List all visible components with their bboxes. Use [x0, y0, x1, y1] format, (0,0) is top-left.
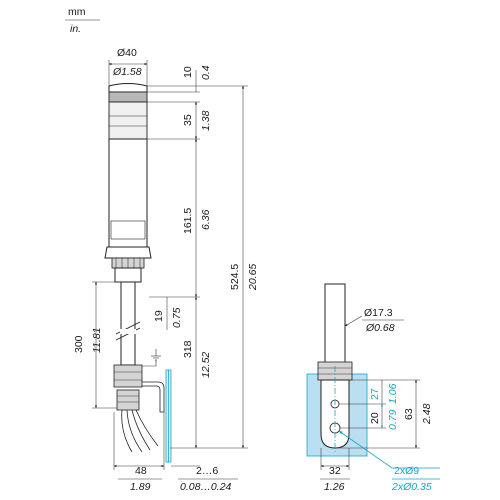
detail-dimensions: Ø17.3 Ø0.68 20 0.79 27 1.06 63 2.48 32 1… — [320, 307, 440, 493]
height-mm: 63 — [403, 408, 415, 420]
total-in: 20.65 — [247, 264, 259, 291]
cable-right-2 — [135, 409, 159, 447]
beacon-label-plate — [110, 220, 146, 240]
panel-in: 0.08…0.24 — [180, 481, 232, 493]
ground-icon — [142, 349, 161, 367]
beacon-base — [104, 246, 152, 259]
holes-leader — [338, 430, 393, 469]
mounting-pole — [120, 281, 136, 366]
cable-right — [131, 409, 151, 451]
spacing-in: 1.06 — [387, 383, 399, 404]
cable-left — [121, 409, 133, 453]
diameter-in: Ø1.58 — [112, 66, 142, 78]
total-mm: 524.5 — [229, 264, 241, 290]
mounting-bracket — [142, 381, 165, 413]
holes-in: 2xØ0.35 — [391, 481, 432, 493]
width-mm: 48 — [135, 465, 147, 477]
cap-in: 0.4 — [200, 65, 212, 80]
detail-width-mm: 32 — [329, 465, 341, 477]
beacon-side-view — [104, 83, 172, 463]
collar-mm: 19 — [153, 310, 165, 322]
lower-mm: 318 — [182, 340, 194, 358]
main-dimensions: Ø40 Ø1.58 10 0.4 35 1.38 161.5 6.36 19 0… — [73, 47, 259, 493]
height-in: 2.48 — [421, 403, 433, 425]
pole-in: 11.81 — [91, 328, 103, 354]
detail-tube — [324, 283, 346, 367]
pole-mm: 300 — [73, 335, 85, 353]
cap-mm: 10 — [182, 66, 194, 78]
beacon-cap — [108, 83, 148, 93]
tube-mm: Ø17.3 — [364, 307, 393, 319]
pole-break-gap — [120, 329, 136, 334]
diameter-mm: Ø40 — [117, 47, 137, 59]
beacon-collar — [114, 267, 142, 283]
body-mm: 161.5 — [182, 208, 194, 234]
lens-mm: 35 — [182, 114, 194, 126]
unit-metric: mm — [68, 6, 86, 18]
lower-in: 12.52 — [200, 352, 212, 378]
collar-in: 0.75 — [171, 307, 183, 328]
tube-in: Ø0.68 — [365, 322, 395, 334]
unit-imperial: in. — [70, 23, 81, 35]
holes-mm: 2xØ9 — [394, 465, 419, 477]
units-legend: mm in. — [65, 6, 100, 35]
offset-mm: 20 — [369, 412, 381, 424]
tube-leader — [344, 315, 363, 327]
body-in: 6.36 — [200, 209, 212, 230]
beacon-body — [108, 138, 148, 248]
spacing-mm: 27 — [369, 388, 381, 400]
lens-in: 1.38 — [200, 110, 212, 131]
beacon-lens — [108, 91, 148, 103]
cable-mid — [126, 409, 143, 453]
offset-in: 0.79 — [387, 409, 399, 430]
pole-nut — [113, 364, 143, 388]
lower-nut — [116, 389, 140, 411]
panel-mm: 2…6 — [196, 465, 218, 477]
detail-width-in: 1.26 — [324, 481, 345, 493]
beacon-lens-lower — [108, 101, 148, 140]
width-in: 1.89 — [130, 481, 151, 493]
bracket-detail-view — [306, 283, 368, 457]
